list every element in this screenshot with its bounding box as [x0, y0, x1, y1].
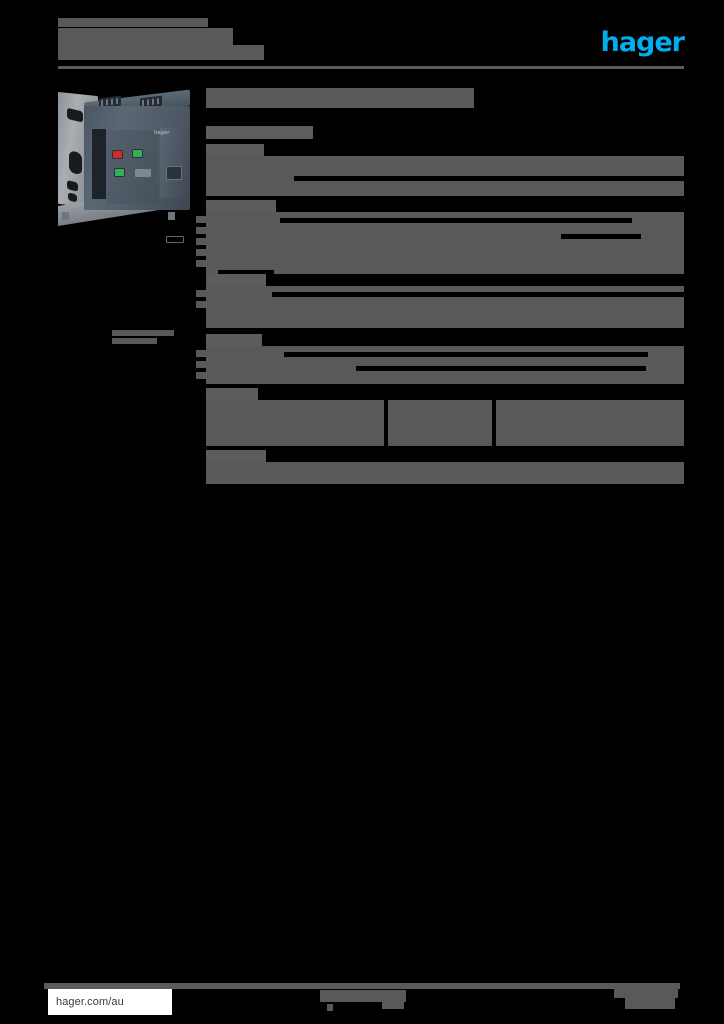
spec-table-subheading	[206, 126, 313, 139]
spec-row-gap	[384, 400, 388, 446]
spec-section-band	[206, 400, 684, 446]
spec-row-label-stub	[196, 350, 206, 357]
spec-row-gap	[272, 292, 684, 297]
spec-section-heading	[206, 334, 262, 346]
product-caption-line-1	[112, 330, 174, 336]
header-divider	[58, 66, 684, 69]
product-caption-line-2	[112, 338, 157, 344]
spec-row-label-stub	[196, 238, 206, 245]
spec-row-label-stub	[196, 216, 206, 223]
hager-logo-wordmark: hager	[600, 27, 685, 58]
breaker-front-panel	[106, 130, 184, 243]
header-title-line-2	[58, 28, 233, 45]
spec-row-label-stub	[196, 361, 206, 368]
spec-row-gap	[280, 218, 632, 223]
spec-section-band	[206, 462, 684, 484]
spec-row-gap	[206, 328, 684, 334]
breaker-side-window	[91, 128, 107, 200]
spec-section-heading	[206, 274, 266, 286]
breaker-vent	[166, 236, 184, 243]
header-title-line-3	[58, 45, 264, 60]
hager-logo: hager	[600, 26, 685, 58]
breaker-label-chip	[135, 169, 151, 177]
spec-row-label-stub	[196, 290, 206, 297]
spec-row-label-stub	[196, 301, 206, 308]
breaker-right-slot	[166, 166, 182, 180]
breaker-cutout-2	[69, 150, 82, 176]
footer-url-box[interactable]: hager.com/au	[48, 989, 172, 1015]
breaker-right-panel	[160, 128, 188, 198]
spec-section-heading	[206, 144, 264, 156]
spec-row-gap	[561, 234, 641, 239]
spec-row-gap	[206, 446, 684, 450]
footer-right-text-1	[614, 986, 678, 998]
breaker-cutout-4	[68, 192, 77, 203]
breaker-brand-mark: hager	[154, 130, 170, 136]
spec-row-label-stub	[196, 227, 206, 234]
breaker-off-button-red	[112, 150, 123, 159]
product-figure: hager	[56, 88, 228, 344]
product-photo-circuit-breaker: hager	[56, 88, 200, 243]
footer-center-text-3	[327, 1004, 333, 1011]
spec-row-gap	[284, 352, 648, 357]
breaker-cutout-3	[67, 180, 78, 192]
spec-section-heading	[206, 450, 266, 462]
footer-url-link[interactable]: hager.com/au	[56, 996, 124, 1008]
breaker-reset-button-green	[114, 168, 125, 177]
breaker-cutout-1	[67, 107, 83, 123]
spec-row-label-stub	[196, 249, 206, 256]
spec-section-heading	[206, 200, 276, 212]
spec-row-gap	[206, 384, 684, 388]
header-title-line-1	[58, 18, 208, 27]
spec-row-gap	[218, 270, 274, 274]
spec-row-label-stub	[196, 372, 206, 379]
spec-section-heading	[206, 388, 258, 400]
footer-center-text-1	[320, 990, 406, 1002]
spec-table-heading	[206, 88, 474, 108]
breaker-on-button-green	[132, 149, 143, 158]
spec-row-gap	[206, 196, 684, 200]
spec-row-gap	[356, 366, 646, 371]
spec-row-gap	[294, 176, 684, 181]
spec-row-gap	[492, 400, 496, 446]
spec-row-label-stub	[196, 260, 206, 267]
footer-right-text-2	[625, 997, 675, 1009]
breaker-foot-right	[168, 212, 175, 220]
footer-divider	[44, 983, 680, 989]
breaker-foot-left	[62, 212, 69, 220]
footer-center-text-2	[382, 1000, 404, 1009]
